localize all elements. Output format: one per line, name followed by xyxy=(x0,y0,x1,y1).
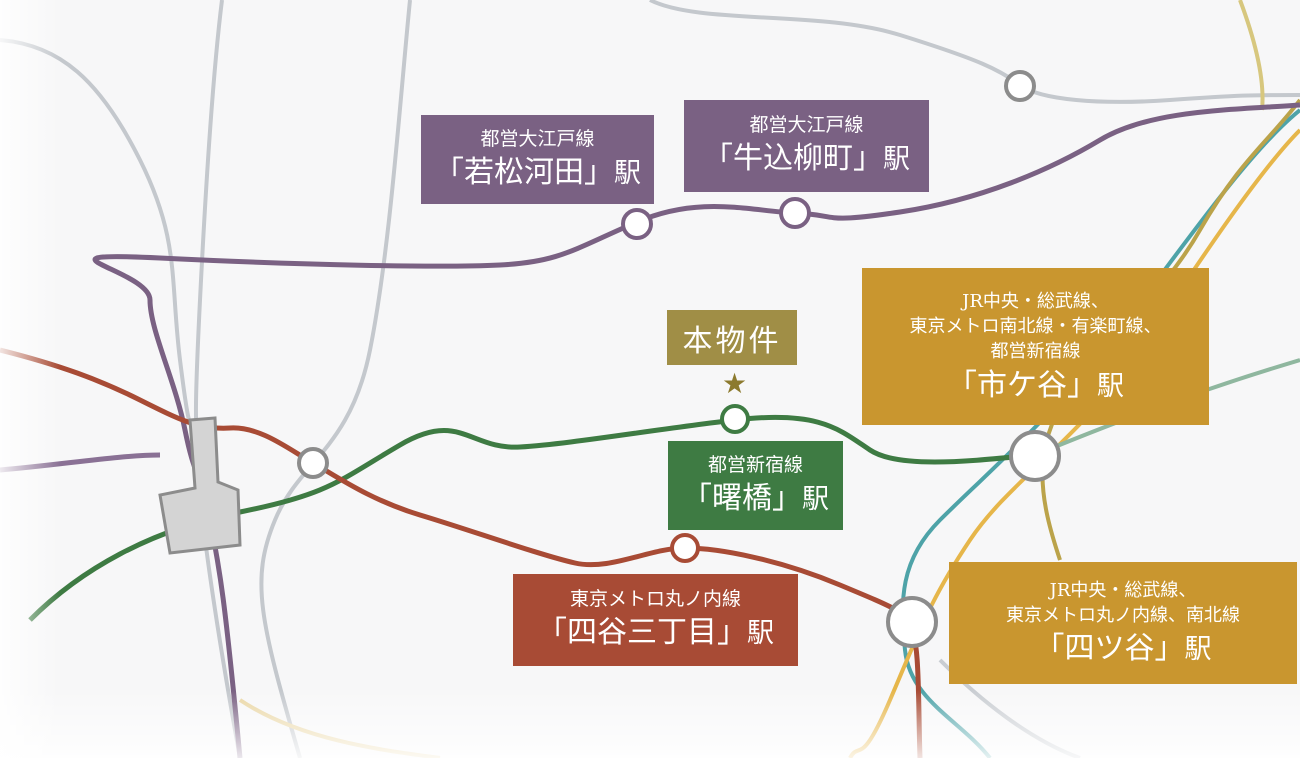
gray-line-north xyxy=(649,0,1300,104)
gray-line-vertical-a xyxy=(193,0,242,758)
label-wakamatsu-name: 「若松河田」 xyxy=(434,154,614,190)
label-ichigaya-name: 「市ケ谷」 xyxy=(947,367,1097,403)
label-yotsuya-line-1: JR中央・総武線、 xyxy=(1049,580,1197,602)
label-wakamatsu-line: 都営大江戸線 xyxy=(480,127,595,150)
label-akebonobashi-name: 「曙橋」 xyxy=(682,480,802,516)
label-ichigaya-line-3: 都営新宿線 xyxy=(990,341,1081,363)
shinjuku-sanchome-station-block xyxy=(158,416,242,555)
label-yotsuya-name: 「四ツ谷」 xyxy=(1034,631,1185,667)
station-akebonobashi xyxy=(720,404,750,434)
station-yotsuya xyxy=(886,596,938,648)
label-ushigome-suffix: 駅 xyxy=(883,144,910,176)
station-yotsuya-sanchome xyxy=(670,533,700,563)
star-icon: ★ xyxy=(722,367,748,400)
label-akebonobashi-line: 都営新宿線 xyxy=(707,453,803,476)
label-yotsuya: JR中央・総武線、 東京メトロ丸ノ内線、南北線 「四ツ谷」駅 xyxy=(949,562,1297,684)
label-ushigome-name: 「牛込柳町」 xyxy=(703,141,883,177)
label-ushigome-line: 都営大江戸線 xyxy=(749,114,864,137)
label-yotsuya-suffix: 駅 xyxy=(1184,634,1212,666)
fade-left xyxy=(0,0,60,758)
label-yotsuya-sanchome-suffix: 駅 xyxy=(747,618,774,650)
fade-bottom xyxy=(0,690,1300,758)
label-yotsuya-sanchome-line: 東京メトロ丸ノ内線 xyxy=(569,588,741,611)
label-ichigaya-suffix: 駅 xyxy=(1097,370,1124,402)
label-yotsuya-sanchome-name: 「四谷三丁目」 xyxy=(537,615,747,651)
station-ushigome-yanagicho xyxy=(779,197,811,229)
label-ichigaya: JR中央・総武線、 東京メトロ南北線・有楽町線、 都営新宿線 「市ケ谷」駅 xyxy=(862,268,1209,425)
label-akebonobashi-suffix: 駅 xyxy=(802,483,829,515)
gray-line-vertical-b xyxy=(259,0,412,758)
label-ichigaya-line-1: JR中央・総武線、 xyxy=(962,290,1109,312)
label-akebonobashi: 都営新宿線 「曙橋」駅 xyxy=(668,441,843,530)
olive-line-top xyxy=(1238,0,1265,111)
station-north-gray xyxy=(1004,70,1036,102)
label-yotsuya-line-2: 東京メトロ丸ノ内線、南北線 xyxy=(1006,605,1240,627)
label-yotsuya-sanchome: 東京メトロ丸ノ内線 「四谷三丁目」駅 xyxy=(513,574,798,666)
property-label: 本物件 xyxy=(667,310,797,365)
label-ushigome-yanagicho: 都営大江戸線 「牛込柳町」駅 xyxy=(684,100,929,192)
station-west-gray xyxy=(297,447,329,479)
gray-line-northwest xyxy=(0,38,197,432)
label-ichigaya-line-2: 東京メトロ南北線・有楽町線、 xyxy=(909,316,1162,338)
label-wakamatsu-kawada: 都営大江戸線 「若松河田」駅 xyxy=(421,115,654,204)
station-ichigaya xyxy=(1009,430,1061,482)
label-wakamatsu-suffix: 駅 xyxy=(614,157,641,189)
station-wakamatsu-kawada xyxy=(621,208,653,240)
teal-line xyxy=(900,108,1300,758)
